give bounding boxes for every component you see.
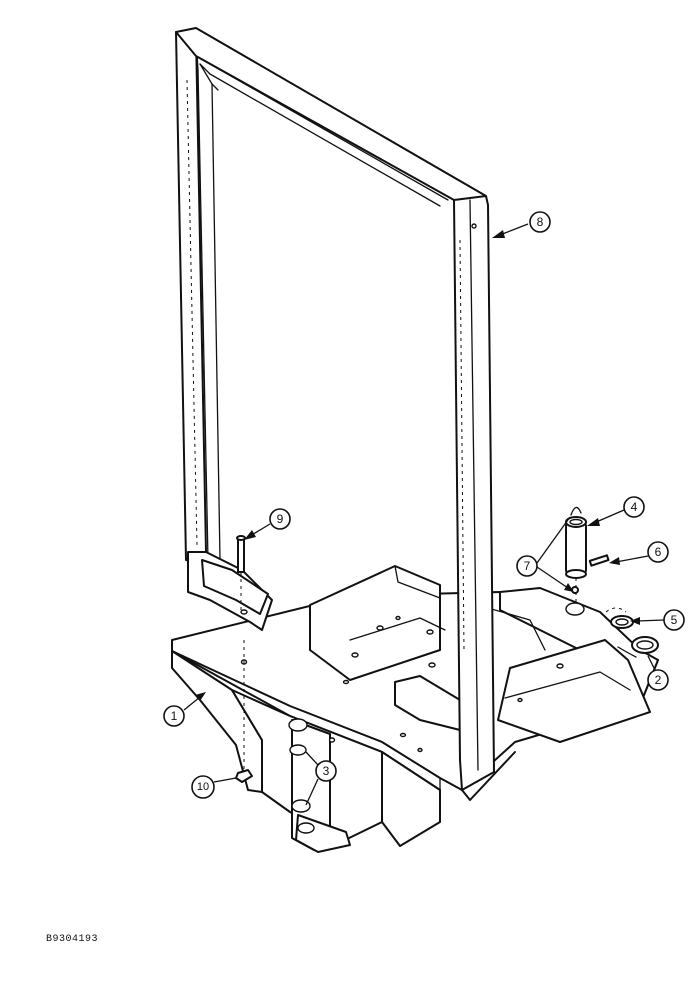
callout-label: 5 bbox=[671, 613, 678, 627]
callout-label: 9 bbox=[277, 512, 284, 526]
base-frame bbox=[171, 565, 659, 853]
callout-10: 10 bbox=[191, 775, 237, 799]
bolt-assembly bbox=[235, 535, 253, 783]
callout-label: 10 bbox=[197, 781, 209, 793]
callout-label: 3 bbox=[323, 764, 330, 778]
bushings bbox=[605, 607, 659, 658]
callout-1: 1 bbox=[163, 692, 206, 727]
pivot-pin-assembly bbox=[565, 506, 610, 604]
callout-label: 8 bbox=[537, 215, 544, 229]
callout-6: 6 bbox=[609, 541, 669, 565]
callout-label: 6 bbox=[655, 545, 662, 559]
callout-label: 4 bbox=[631, 500, 638, 514]
callout-4: 4 bbox=[587, 496, 645, 526]
callout-2: 2 bbox=[647, 655, 669, 691]
callout-label: 1 bbox=[171, 709, 178, 723]
figure-id-label: B9304193 bbox=[46, 934, 99, 945]
callout-5: 5 bbox=[630, 609, 685, 631]
rops-frame bbox=[175, 27, 495, 791]
callout-8: 8 bbox=[492, 211, 551, 238]
callout-label: 7 bbox=[524, 559, 531, 573]
callout-9: 9 bbox=[244, 508, 291, 540]
callout-label: 2 bbox=[655, 673, 662, 687]
callout-3: 3 bbox=[305, 751, 337, 806]
callout-7: 7 bbox=[516, 516, 574, 592]
